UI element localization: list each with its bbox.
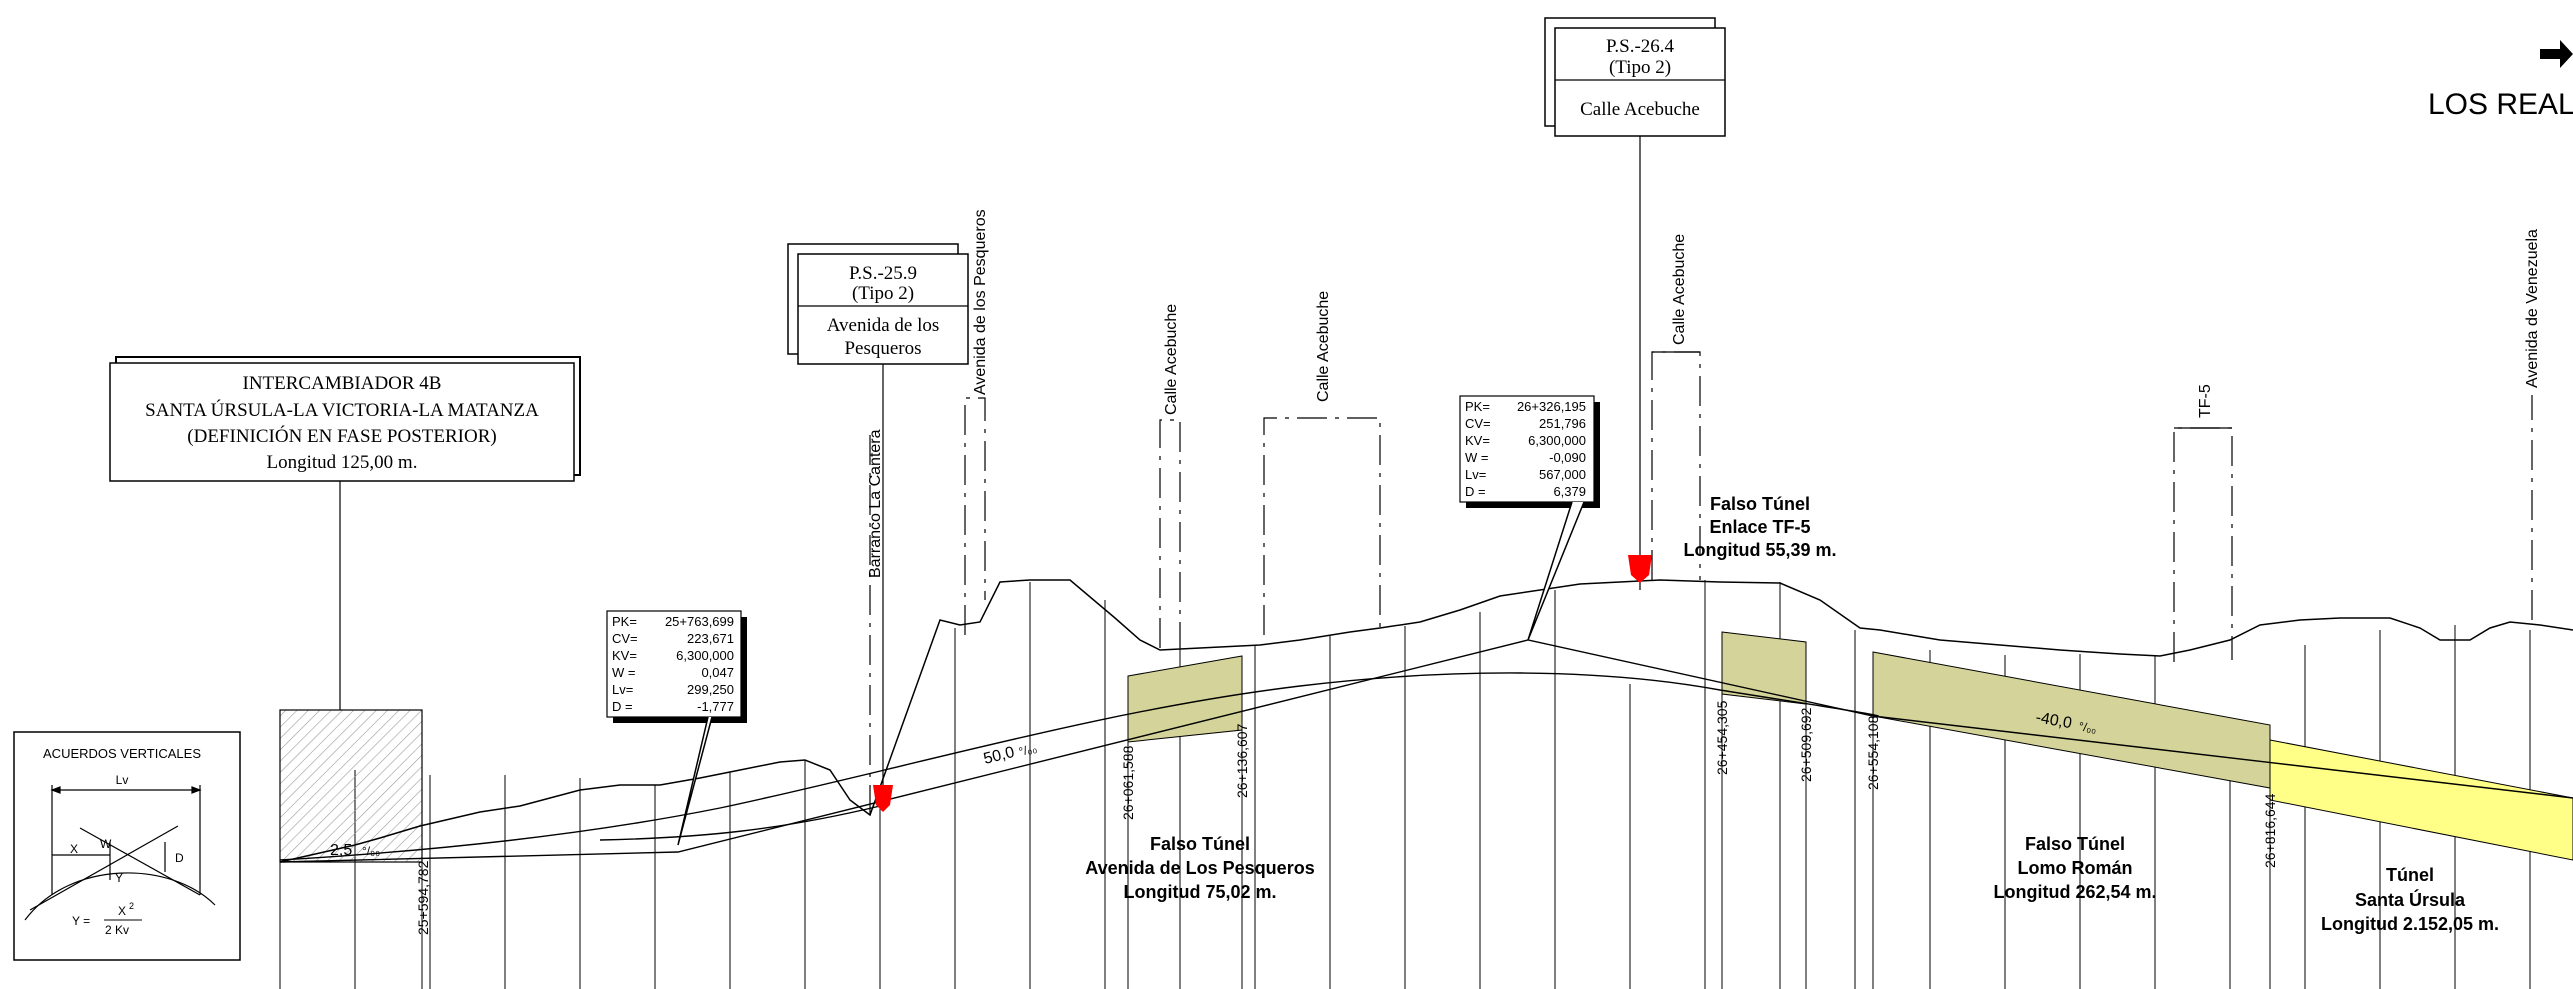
ps-25-9-road: Avenida de los xyxy=(827,315,940,336)
ps-25-9-box: P.S.-25.9 (Tipo 2) Avenida de los Pesque… xyxy=(787,243,969,365)
curve2-value-d: 6,379 xyxy=(1553,484,1586,499)
slope-1-unit: °/₀₀ xyxy=(362,844,380,858)
curve1-label-d: D = xyxy=(612,699,633,714)
tunnel-pesqueros-type: Falso Túnel xyxy=(1150,834,1250,854)
vertical-curves-legend: ACUERDOS VERTICALES Lv X W D Y Y = X 2 2… xyxy=(13,731,241,961)
curve1-value-d: -1,777 xyxy=(697,699,734,714)
ps-25-9-road-2: Pesqueros xyxy=(844,338,921,359)
slope-1-value: 2,5 xyxy=(330,842,352,859)
slope-2-unit: °/₀₀ xyxy=(1017,741,1038,759)
curve1-value-cv: 223,671 xyxy=(687,631,734,646)
legend-x: X xyxy=(70,842,78,856)
crossing-pesqueros-label: Avenida de los Pesqueros xyxy=(972,209,989,395)
ps-26-4-road: Calle Acebuche xyxy=(1580,99,1700,120)
curve2-value-pk: 26+326,195 xyxy=(1517,399,1586,414)
legend-y: Y xyxy=(115,871,123,885)
legend-d: D xyxy=(175,851,184,865)
curve1-label-kv: KV= xyxy=(612,648,637,663)
curve2-value-cv: 251,796 xyxy=(1539,416,1586,431)
tunnel-ursula-name: Santa Úrsula xyxy=(2355,889,2466,910)
tunnel-ursula-length: Longitud 2.152,05 m. xyxy=(2321,914,2499,934)
crossing-barranco-label: Barranco La Cantera xyxy=(867,429,884,578)
tunnel-tf5-name: Enlace TF-5 xyxy=(1709,517,1810,537)
tunnel-lomo-length: Longitud 262,54 m. xyxy=(1993,882,2156,902)
destination-label: LOS REAL xyxy=(2428,88,2573,121)
station-grid xyxy=(279,580,2531,989)
curve2-label-kv: KV= xyxy=(1465,433,1490,448)
legend-formula-lhs: Y = xyxy=(72,914,90,928)
ps-26-4-id: P.S.-26.4 xyxy=(1606,36,1675,57)
station-label-1: 25+594,782 xyxy=(415,860,431,935)
legend-title: ACUERDOS VERTICALES xyxy=(43,746,201,761)
slope-2-value: 50,0 xyxy=(982,744,1016,768)
crossing-acebuche-1-label: Calle Acebuche xyxy=(1163,304,1180,415)
ps-26-4-type: (Tipo 2) xyxy=(1609,57,1671,78)
crossing-acebuche-3-label: Calle Acebuche xyxy=(1671,234,1688,345)
curve2-value-w: -0,090 xyxy=(1549,450,1586,465)
interchange-length: Longitud 125,00 m. xyxy=(267,452,418,473)
tunnel-ursula-type: Túnel xyxy=(2386,865,2434,885)
curve1-value-w: 0,047 xyxy=(701,665,734,680)
legend-formula-den: 2 Kv xyxy=(105,923,129,937)
ps-25-9-id: P.S.-25.9 xyxy=(849,263,917,284)
curve1-value-pk: 25+763,699 xyxy=(665,614,734,629)
curve1-value-lv: 299,250 xyxy=(687,682,734,697)
curve2-label-lv: Lv= xyxy=(1465,467,1486,482)
legend-formula-exp: 2 xyxy=(129,901,134,911)
slope-3-value: -40,0 xyxy=(2034,709,2073,732)
curve1-label-w: W = xyxy=(612,665,635,680)
curve1-value-kv: 6,300,000 xyxy=(676,648,734,663)
interchange-box: INTERCAMBIADOR 4B SANTA ÚRSULA-LA VICTOR… xyxy=(109,356,581,482)
curve2-value-kv: 6,300,000 xyxy=(1528,433,1586,448)
legend-w: W xyxy=(100,837,112,851)
crossing-venezuela-label: Avenida de Venezuela xyxy=(2524,229,2541,388)
direction-arrow-icon xyxy=(2540,40,2573,68)
ps-25-9-type: (Tipo 2) xyxy=(852,283,914,304)
curve2-label-cv: CV= xyxy=(1465,416,1491,431)
curve2-label-pk: PK= xyxy=(1465,399,1490,414)
red-marker-icon xyxy=(873,555,1652,812)
false-tunnel-pesqueros-fill xyxy=(1127,655,1243,743)
curve1-label-cv: CV= xyxy=(612,631,638,646)
slope-3-unit: °/₀₀ xyxy=(2077,719,2097,736)
tunnel-pesqueros-length: Longitud 75,02 m. xyxy=(1123,882,1276,902)
curve1-label-pk: PK= xyxy=(612,614,637,629)
curve2-label-w: W = xyxy=(1465,450,1488,465)
crossing-markers-solid xyxy=(1652,351,2232,429)
curve1-label-lv: Lv= xyxy=(612,682,633,697)
curve2-value-lv: 567,000 xyxy=(1539,467,1586,482)
legend-lv: Lv xyxy=(116,773,129,787)
interchange-title: INTERCAMBIADOR 4B xyxy=(243,373,442,394)
ps-26-4-box: P.S.-26.4 (Tipo 2) Calle Acebuche xyxy=(1544,17,1726,137)
vertical-curve-box-2: PK= CV= KV= W = Lv= D = 26+326,195 251,7… xyxy=(1459,395,1600,641)
interchange-hatched-zone xyxy=(279,709,423,863)
curve2-label-d: D = xyxy=(1465,484,1486,499)
interchange-note: (DEFINICIÓN EN FASE POSTERIOR) xyxy=(187,425,496,447)
tunnel-tf5-length: Longitud 55,39 m. xyxy=(1683,540,1836,560)
tunnel-pesqueros-name: Avenida de Los Pesqueros xyxy=(1085,858,1314,878)
tunnel-lomo-type: Falso Túnel xyxy=(2025,834,2125,854)
false-tunnel-tf5-fill xyxy=(1721,631,1807,705)
ground-profile-line xyxy=(279,579,2573,863)
tunnel-ursula-fill xyxy=(2269,739,2573,861)
tunnel-tf5-type: Falso Túnel xyxy=(1710,494,1810,514)
vertical-curve-box-1: PK= CV= KV= W = Lv= D = 25+763,699 223,6… xyxy=(606,610,747,846)
crossing-tf5-label: TF-5 xyxy=(2197,384,2214,418)
interchange-name: SANTA ÚRSULA-LA VICTORIA-LA MATANZA xyxy=(145,399,539,421)
tunnel-lomo-name: Lomo Román xyxy=(2018,858,2133,878)
legend-formula-num: X xyxy=(118,904,126,918)
crossing-acebuche-2-label: Calle Acebuche xyxy=(1315,291,1332,402)
